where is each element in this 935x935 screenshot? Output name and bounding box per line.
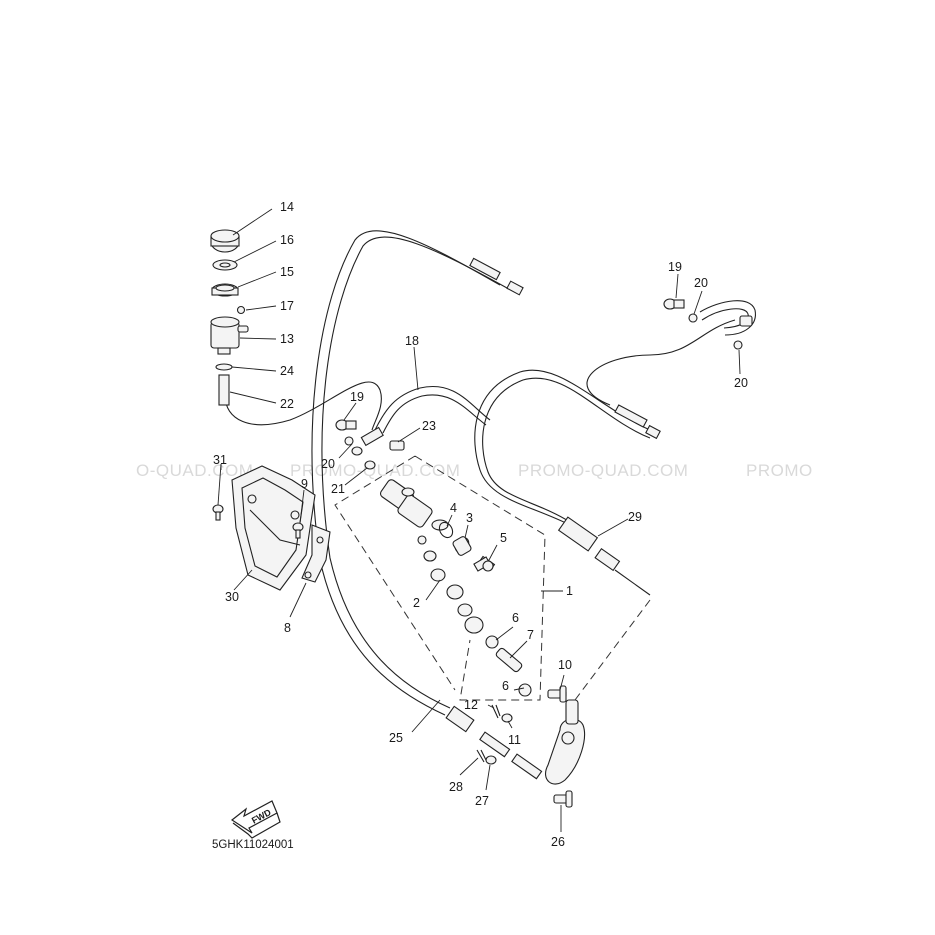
brake-cable-top-right (586, 319, 736, 406)
brake-pipe-right (699, 300, 756, 336)
callout-23: 23 (422, 419, 436, 433)
callout-2: 2 (413, 596, 420, 610)
callout-4: 4 (450, 501, 457, 515)
leader-lines (217, 208, 741, 832)
callout-20-left: 20 (321, 457, 335, 471)
brake-hose-18 (374, 385, 491, 431)
brake-cable-right (474, 369, 656, 526)
callout-12: 12 (464, 698, 478, 712)
plate-15 (211, 283, 239, 297)
reservoir-hose-22 (224, 381, 382, 431)
reservoir-13 (210, 316, 249, 355)
master-cylinder (379, 479, 496, 571)
callout-25: 25 (389, 731, 403, 745)
diagram-code: 5GHK11024001 (212, 839, 294, 851)
washer-21 (364, 460, 376, 470)
callout-labels: 14 16 15 17 13 24 22 18 19 19 20 20 20 2… (213, 200, 748, 849)
screw-9 (292, 522, 304, 539)
pipe-fitting-right (739, 315, 753, 327)
callout-18: 18 (405, 334, 419, 348)
watermark-1: O-QUAD.COM (136, 461, 253, 480)
diaphragm-16 (212, 259, 238, 271)
callout-16: 16 (280, 233, 294, 247)
callout-9: 9 (301, 477, 308, 491)
callout-31: 31 (213, 453, 227, 467)
callout-1: 1 (566, 584, 573, 598)
piston-kit (417, 535, 484, 634)
bracket-8 (301, 524, 331, 583)
bolt-17 (236, 305, 246, 315)
pedal-link (545, 699, 585, 785)
callout-15: 15 (280, 265, 294, 279)
callout-29: 29 (628, 510, 642, 524)
callout-7: 7 (527, 628, 534, 642)
callout-3: 3 (466, 511, 473, 525)
callout-5: 5 (500, 531, 507, 545)
callout-17: 17 (280, 299, 294, 313)
banjo-bolt-19-right (663, 298, 685, 310)
callout-24: 24 (280, 364, 294, 378)
callout-26: 26 (551, 835, 565, 849)
reservoir-cap-14 (210, 229, 240, 253)
pin-26 (553, 790, 573, 808)
bolt-5 (473, 556, 494, 572)
callout-21: 21 (331, 482, 345, 496)
callout-30: 30 (225, 590, 239, 604)
o-ring-4 (438, 521, 454, 539)
callout-11: 11 (508, 733, 521, 747)
cable-end-top (469, 257, 524, 296)
boot-3 (452, 536, 472, 556)
brake-pipe-right-inner (701, 308, 749, 329)
brake-cable-left (311, 230, 501, 716)
washer-20-right-bottom (733, 340, 743, 350)
washer-20-right-top (688, 313, 698, 323)
joint-23 (389, 440, 405, 451)
watermark-2: PROMO-QUAD.COM (290, 461, 460, 480)
hose-piece-22 (218, 374, 230, 406)
brake-cable-right-2 (482, 377, 651, 523)
washer-20-left (344, 436, 354, 446)
cover-30 (231, 465, 316, 591)
banjo-bolt-19-left (335, 419, 357, 431)
nut-6-lower (518, 683, 532, 697)
washer-27 (485, 755, 497, 765)
callout-14: 14 (280, 200, 294, 214)
watermark-3: PROMO-QUAD.COM (518, 461, 688, 480)
callout-6-upper: 6 (512, 611, 519, 625)
watermark-band: O-QUAD.COM PROMO-QUAD.COM PROMO-QUAD.COM… (136, 461, 813, 480)
rod-end-29 (557, 516, 651, 596)
callout-19-left: 19 (350, 390, 364, 404)
callout-20-right-bottom: 20 (734, 376, 748, 390)
cable-end-right (614, 404, 661, 440)
push-rod-7 (495, 647, 523, 673)
fitting-left (351, 426, 384, 456)
callout-27: 27 (475, 794, 489, 808)
cotter-pin-12 (491, 704, 501, 719)
clip-24 (215, 363, 233, 371)
brake-hose-18-inner (382, 394, 487, 434)
clevis-25 (445, 705, 543, 780)
callout-22: 22 (280, 397, 294, 411)
screw-31 (212, 504, 224, 521)
cotter-pin-28 (476, 749, 487, 763)
callout-20-right-top: 20 (694, 276, 708, 290)
callout-13: 13 (280, 332, 294, 346)
callout-6-lower: 6 (502, 679, 509, 693)
callout-8: 8 (284, 621, 291, 635)
nut-6-upper (485, 635, 499, 649)
callout-10: 10 (558, 658, 572, 672)
watermark-4: PROMO (746, 461, 813, 480)
brake-cable-left-inner (321, 236, 508, 709)
fwd-arrow-icon: FWD (230, 800, 281, 839)
pedal-link-guide (574, 599, 651, 701)
callout-28: 28 (449, 780, 463, 794)
callout-19-right: 19 (668, 260, 682, 274)
assembly-boundary (334, 455, 546, 701)
washer-11 (501, 713, 513, 723)
pin-10 (547, 685, 567, 703)
